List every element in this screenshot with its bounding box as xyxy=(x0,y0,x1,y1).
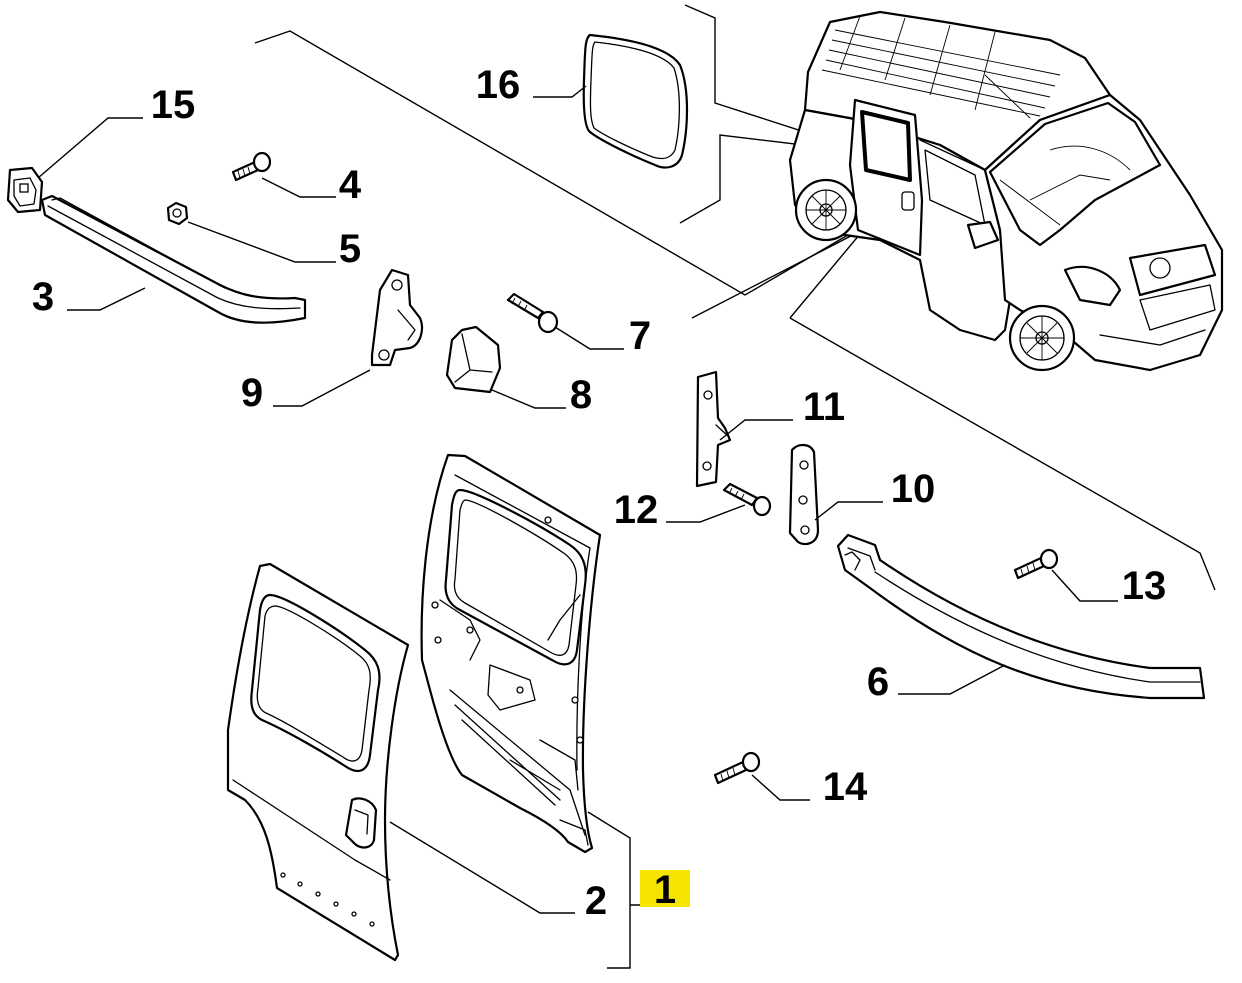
part-12-bolt xyxy=(722,482,772,517)
vehicle-overview xyxy=(788,10,1224,372)
part-11-hinge-plate xyxy=(695,370,732,488)
callout-14: 14 xyxy=(823,765,868,809)
part-13-bolt xyxy=(1013,548,1059,580)
callout-11: 11 xyxy=(803,385,845,429)
callout-10: 10 xyxy=(891,467,936,511)
callout-12: 12 xyxy=(614,488,659,532)
callout-1: 1 xyxy=(654,868,676,912)
part-15-clip xyxy=(6,166,44,214)
callout-1-bracket xyxy=(587,811,631,969)
callout-3: 3 xyxy=(32,275,54,319)
callout-16: 16 xyxy=(476,63,521,107)
callout-1-highlight xyxy=(640,870,690,907)
part-5-nut xyxy=(166,201,189,226)
callout-13: 13 xyxy=(1122,564,1167,608)
callout-4: 4 xyxy=(339,163,362,207)
callout-9: 9 xyxy=(241,371,263,415)
part-1-door-assembly xyxy=(420,453,602,854)
callout-6: 6 xyxy=(867,660,889,704)
callout-labels: 1 2 3 4 5 6 7 8 9 10 11 12 13 14 15 16 xyxy=(32,63,1166,923)
callout-7: 7 xyxy=(629,314,651,358)
part-4-bolt xyxy=(231,151,272,182)
callout-8: 8 xyxy=(570,373,592,417)
part-9-bracket xyxy=(370,268,424,367)
part-8-guide-block xyxy=(445,325,502,394)
part-6-lower-rail xyxy=(836,533,1206,700)
callout-2: 2 xyxy=(585,879,607,923)
leader-lines xyxy=(37,85,1118,914)
part-7-bolt xyxy=(506,292,559,334)
part-10-plate xyxy=(788,443,820,546)
part-3-upper-rail xyxy=(40,194,307,324)
callout-5: 5 xyxy=(339,227,361,271)
part-2-outer-door-panel xyxy=(226,562,410,962)
section-lines xyxy=(254,4,1216,591)
part-16-window-glass xyxy=(582,33,689,169)
callout-15: 15 xyxy=(151,83,196,127)
part-14-bolt xyxy=(713,751,761,785)
